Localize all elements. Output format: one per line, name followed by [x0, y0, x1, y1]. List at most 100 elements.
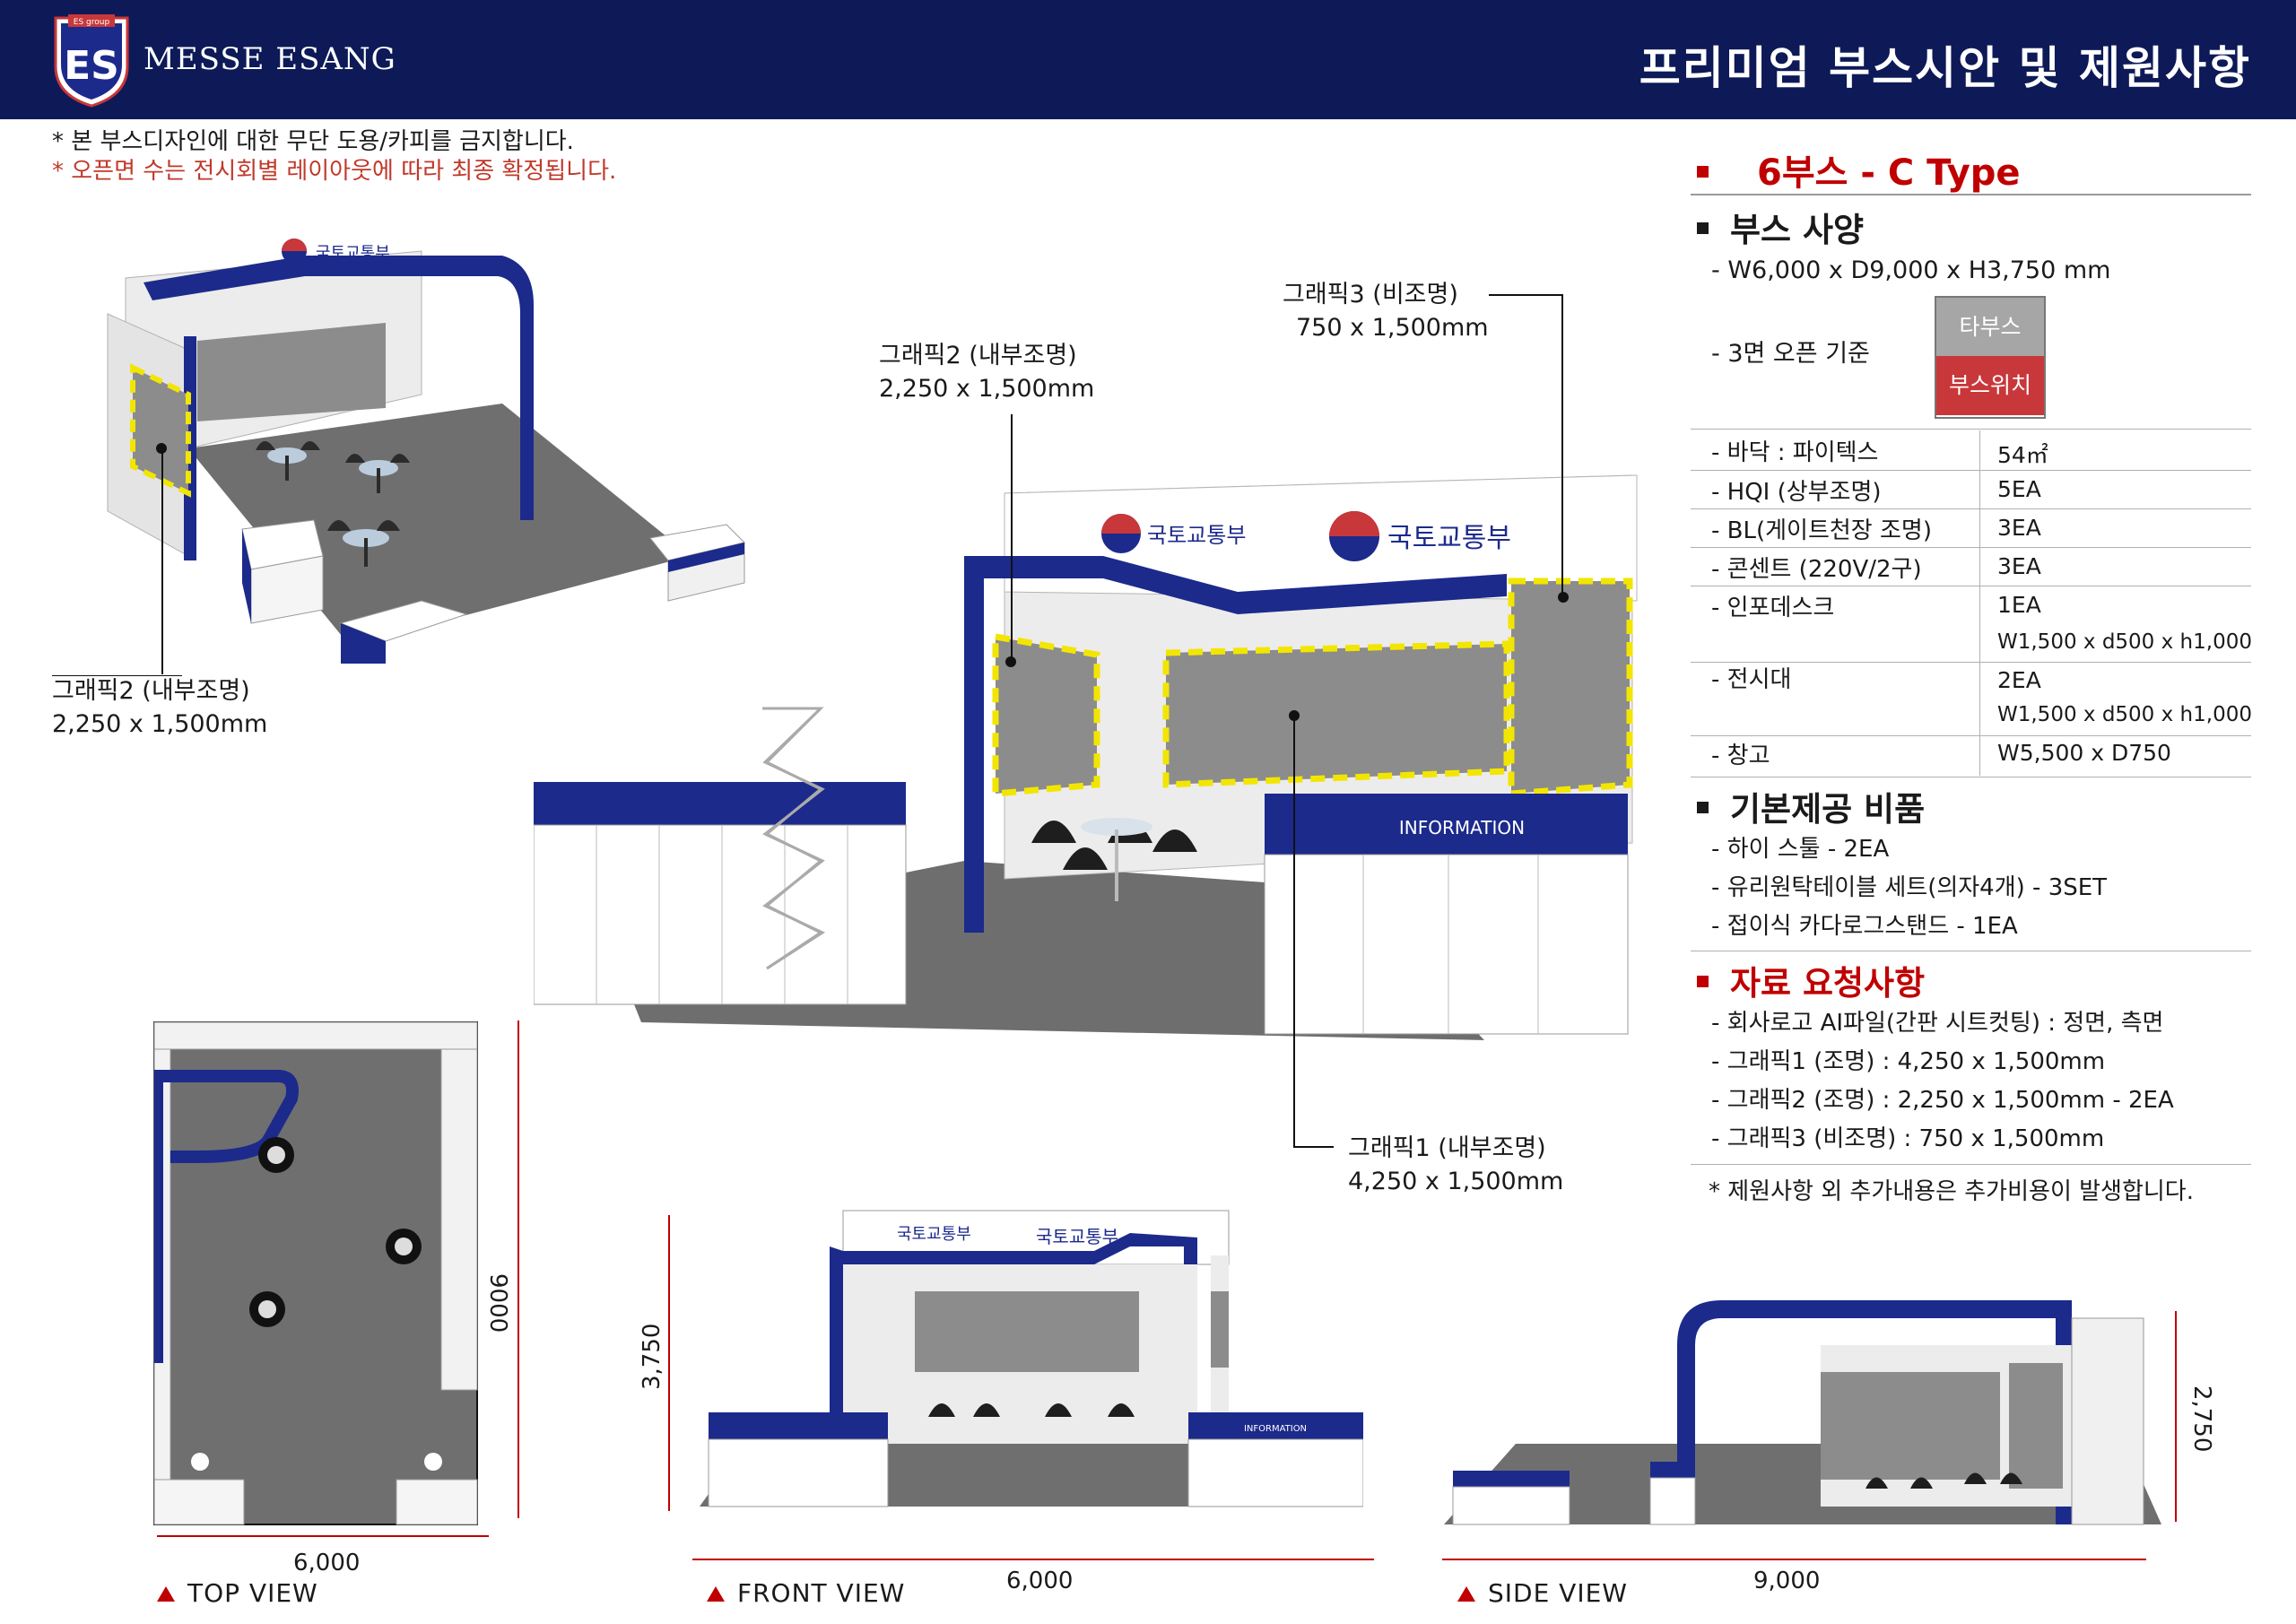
spec-value-infodesk: 1EA — [1997, 592, 2041, 618]
back-graphic-panel — [197, 323, 386, 421]
spec-value-hqi: 5EA — [1997, 476, 2041, 502]
company-logo-shield: ES group ES — [54, 14, 129, 108]
triangle-icon — [1457, 1586, 1475, 1602]
logo-small-text: ES group — [74, 18, 110, 27]
request-item: - 회사로고 AI파일(간판 시트컷팅) : 정면, 측면 — [1711, 1010, 2164, 1037]
extra-cost-note: * 제원사항 외 추가내용은 추가비용이 발생합니다. — [1709, 1178, 2194, 1205]
divider — [1691, 429, 2251, 430]
divider — [1691, 1164, 2251, 1165]
basic-item: - 유리원탁테이블 세트(의자4개) - 3SET — [1711, 874, 2108, 901]
graphic1-size: 4,250 x 1,500mm — [1348, 1168, 1564, 1195]
graphic1-highlight — [1162, 640, 1510, 788]
front-sign-2: 국토교통부 — [1036, 1226, 1118, 1247]
divider — [1691, 735, 2251, 736]
bullet-icon — [1697, 222, 1709, 234]
table-set-2 — [345, 454, 410, 493]
booth-type-title: 6부스 - C Type — [1697, 143, 2021, 195]
logo-top-1 — [1101, 514, 1141, 534]
request-item: - 그래픽3 (비조명) : 750 x 1,500mm — [1711, 1125, 2105, 1152]
side-view-drawing — [1444, 1300, 2161, 1525]
divider — [1691, 508, 2251, 509]
basic-item: - 하이 스툴 - 2EA — [1711, 836, 1890, 863]
page-title: 프리미엄 부스시안 및 제원사항 — [1639, 42, 2251, 94]
info-desk-left — [339, 600, 468, 664]
graphic2-mid-size: 2,250 x 1,500mm — [879, 375, 1095, 403]
side-view-label: SIDE VIEW — [1457, 1578, 1628, 1608]
spec-label-display: - 전시대 — [1711, 666, 1792, 693]
header-bar — [0, 0, 2296, 119]
sign-text-1: 국토교통부 — [1147, 523, 1246, 548]
spec-column-divider — [1979, 430, 1980, 776]
side-view-width: 9,000 — [1753, 1568, 1821, 1594]
bullet-icon — [1697, 165, 1709, 178]
divider — [1691, 662, 2251, 663]
graphic2-highlight-left — [130, 363, 191, 498]
callout-leader-left — [161, 448, 163, 674]
front-view-width: 6,000 — [1006, 1568, 1074, 1594]
sign-text-2: 국토교통부 — [1387, 523, 1511, 554]
graphic2-left-title: 그래픽2 (내부조명) — [52, 677, 250, 705]
spec-label-hqi: - HQI (상부조명) — [1711, 479, 1882, 506]
ministry-logo-top — [282, 239, 307, 251]
graphic2-mid-title: 그래픽2 (내부조명) — [879, 342, 1077, 369]
side-view-width-line — [1442, 1559, 2146, 1560]
graphic3-title: 그래픽3 (비조명) — [1283, 281, 1458, 308]
request-item: - 그래픽1 (조명) : 4,250 x 1,500mm — [1711, 1048, 2106, 1075]
booth-position-legend: 타부스 부스위치 — [1935, 296, 2046, 419]
copyright-note: * 본 부스디자인에 대한 무단 도용/카피를 금지합니다. — [52, 128, 574, 155]
table-set-1 — [256, 441, 320, 481]
divider — [1691, 470, 2251, 471]
callout-line-left — [52, 675, 182, 676]
booth-perspective-center: 국토교통부 국토교통부 INFORMATION — [534, 474, 1638, 1040]
request-title: 자료 요청사항 — [1697, 956, 1925, 1004]
front-view-height-line — [668, 1215, 670, 1511]
graphic1-title: 그래픽1 (내부조명) — [1348, 1134, 1546, 1162]
front-view-drawing: 국토교통부 국토교통부 INFORMATION — [700, 1210, 1363, 1507]
chairs-center — [1031, 818, 1197, 901]
front-sign-1: 국토교통부 — [897, 1225, 971, 1244]
side-view-height-line — [2175, 1311, 2177, 1522]
blue-band — [964, 556, 1507, 614]
top-view-drawing — [153, 1021, 478, 1525]
blue-arch-frame — [144, 256, 534, 520]
open-sides: - 3면 오픈 기준 — [1711, 340, 1870, 368]
legend-other-booth: 타부스 — [1936, 298, 2044, 356]
request-item: - 그래픽2 (조명) : 2,250 x 1,500mm - 2EA — [1711, 1087, 2174, 1114]
display-counter-right — [649, 524, 745, 602]
spec-value-outlet: 3EA — [1997, 553, 2041, 579]
catalog-stand — [762, 707, 826, 970]
spec-value-display-size: W1,500 x d500 x h1,000 — [1997, 703, 2252, 726]
front-info-label: INFORMATION — [1244, 1424, 1307, 1434]
callout-dot-mid — [1005, 656, 1016, 667]
display-counter-left — [241, 519, 324, 624]
triangle-icon — [707, 1586, 725, 1602]
triangle-icon — [157, 1586, 175, 1602]
basic-items-title: 기본제공 비품 — [1697, 782, 1925, 830]
front-counter-left — [534, 782, 907, 1005]
booth-perspective-left: 국토교통부 — [107, 239, 745, 664]
top-view-depth: 9000 — [484, 1273, 511, 1333]
table-set-3 — [327, 520, 400, 567]
top-view-label: TOP VIEW — [157, 1578, 318, 1608]
spec-label-storage: - 창고 — [1711, 743, 1770, 769]
top-view-width-line — [157, 1535, 489, 1537]
legend-my-booth: 부스위치 — [1936, 356, 2044, 415]
info-desk-label: INFORMATION — [1399, 817, 1525, 838]
spec-label-infodesk: - 인포데스크 — [1711, 595, 1835, 621]
spec-value-display: 2EA — [1997, 667, 2041, 693]
front-view-width-line — [692, 1559, 1374, 1560]
callout-dot-right — [1558, 592, 1569, 603]
spec-value-bl: 3EA — [1997, 515, 2041, 541]
company-name: MESSE ESANG — [144, 41, 396, 77]
spec-label-floor: - 바닥 : 파이텍스 — [1711, 439, 1879, 466]
basic-item: - 접이식 카다로그스탠드 - 1EA — [1711, 913, 2018, 940]
logo-top-2 — [1329, 511, 1379, 536]
graphic3-size: 750 x 1,500mm — [1296, 314, 1489, 342]
blue-column-left — [964, 556, 984, 933]
graphic2-left-size: 2,250 x 1,500mm — [52, 710, 268, 738]
logo-mark-text: ES — [64, 43, 119, 89]
callout-leader-1v — [1293, 716, 1295, 1148]
callout-leader-3v — [1561, 294, 1563, 595]
graphic3-highlight — [1508, 578, 1633, 797]
front-view-label: FRONT VIEW — [707, 1578, 905, 1608]
